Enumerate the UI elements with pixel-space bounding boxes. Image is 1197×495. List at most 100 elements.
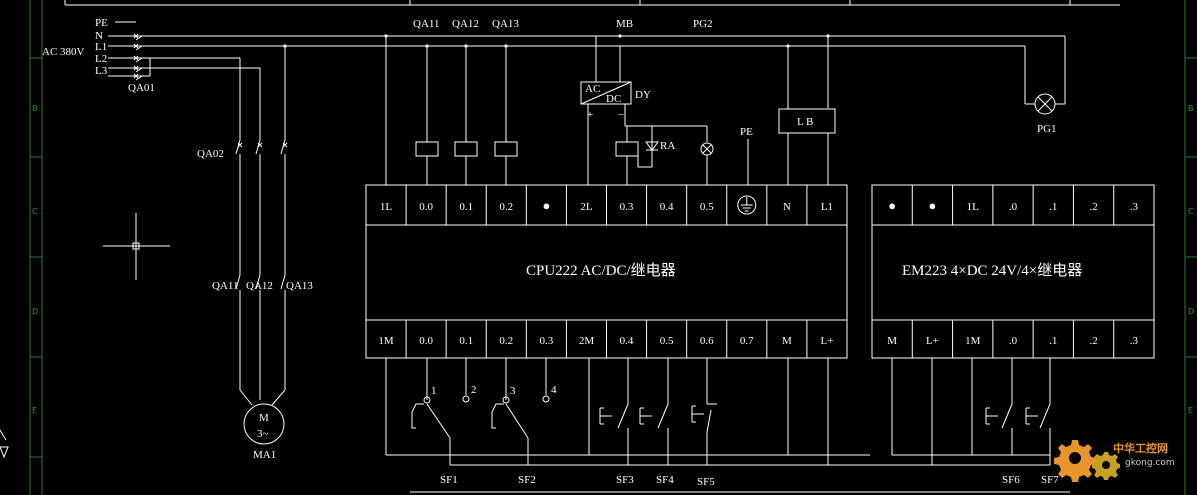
mains-l3-label: L3: [95, 65, 108, 77]
psu-ac-label: AC: [585, 83, 600, 95]
relay-label: RA: [660, 140, 675, 152]
em-top-terminal: ●: [928, 198, 936, 213]
motor-symbol: M: [259, 412, 269, 424]
switch-num-2: 2: [471, 384, 477, 396]
pe-label: PE: [740, 126, 753, 138]
switch-label-sf4: SF4: [656, 474, 674, 486]
cpu-top-terminal: 0.1: [459, 201, 473, 213]
em-bottom-terminal: .2: [1089, 335, 1097, 347]
em-top-terminal: 1L: [967, 201, 980, 213]
switch-num-4: 4: [551, 384, 557, 396]
cpu-bottom-terminal: 0.2: [499, 335, 513, 347]
cpu-bottom-terminal: 2M: [579, 335, 595, 347]
em-bottom-terminal: M: [887, 335, 897, 347]
em-bottom-terminal: .3: [1130, 335, 1139, 347]
border-mark-c: C: [32, 207, 38, 216]
mains-l2-label: L2: [95, 53, 107, 65]
motor-circuit: M 3~ MA1 QA02 QA11 QA12 QA13: [103, 139, 313, 461]
top-label-pg2: PG2: [693, 18, 713, 30]
em-top-terminals: ●●1L.0.1.2.3: [888, 185, 1138, 225]
psu-plus: +: [587, 109, 593, 121]
crosshair-cursor-icon: [103, 213, 170, 280]
contact-qa11-label: QA11: [212, 280, 238, 292]
cpu-top-terminal: ●: [542, 198, 550, 213]
cpu-bottom-terminal: 0.0: [419, 335, 433, 347]
earth-ground-symbol: [740, 197, 753, 212]
switch-num-1: 1: [431, 385, 437, 397]
contact-qa12-label: QA12: [246, 280, 273, 292]
motor-phase: 3~: [257, 428, 269, 440]
switch-num-3: 3: [510, 385, 516, 397]
mains-pe-label: PE: [95, 17, 108, 29]
em-bottom-terminals: M L+ 1M .0 .1 .2 .3: [887, 320, 1138, 358]
psu-label: DY: [635, 89, 651, 101]
input-switches: 1 2 3 4 SF1 SF2 SF3 SF4 SF5 SF6 SF7: [385, 358, 1059, 488]
logo-url: gkong.com: [1125, 458, 1175, 468]
em-bottom-terminal: .1: [1049, 335, 1057, 347]
em-top-terminal: ●: [888, 198, 896, 213]
cpu-bottom-terminal: 0.6: [700, 335, 714, 347]
mains-l1-label: L1: [95, 41, 107, 53]
cpu-bottom-terminal: 0.7: [740, 335, 754, 347]
em-top-terminal: .2: [1089, 201, 1097, 213]
border-mark-d: D: [32, 307, 38, 316]
cpu-bottom-terminal: 0.4: [620, 335, 634, 347]
cpu-top-terminal: N: [783, 201, 791, 213]
psu-minus: −: [618, 109, 624, 121]
em-module: EM223 4×DC 24V/4×继电器 ● ● 1L .0 .1 .2 .3 M L+ 1M.…: [871, 184, 1155, 359]
border-mark-e: E: [32, 406, 37, 415]
cpu-bottom-terminal: L+: [820, 335, 833, 347]
logo-name: 中华工控网: [1113, 441, 1168, 455]
em-top-terminal: .3: [1130, 201, 1139, 213]
switch-label-sf3: SF3: [616, 474, 634, 486]
psu-dc-label: DC: [606, 93, 621, 105]
cpu-top-terminal: 1L: [380, 201, 393, 213]
mains-bus: PE N L1 L2 L3 AC 380V QA01: [42, 17, 1065, 140]
cpu-module: CPU222 AC/DC/继电器 1L 0.0 0.1 0.2 ● 2L 0.3 0.4 0.5…: [365, 184, 848, 359]
em-title: EM223 4×DC 24V/4×继电器: [902, 262, 1082, 279]
gkong-logo: 中华工控网 gkong.com: [1054, 440, 1175, 482]
mains-voltage-label: AC 380V: [42, 46, 85, 58]
lamp-pg1-label: PG1: [1037, 123, 1057, 135]
cpu-top-terminal: 0.5: [700, 201, 714, 213]
border-mark-b-right: B: [1188, 104, 1194, 113]
top-label-mb: MB: [616, 18, 633, 30]
lb-label: L B: [797, 116, 813, 128]
cpu-top-terminal: 0.0: [419, 201, 433, 213]
em-top-terminal: .1: [1049, 201, 1057, 213]
cpu-top-terminal: 0.4: [660, 201, 674, 213]
border-mark-e-right: E: [1188, 406, 1193, 415]
top-labels: QA11 QA12 QA13 MB PG2: [413, 18, 713, 30]
cpu-bottom-terminal: 0.5: [660, 335, 674, 347]
cpu-top-terminal: 2L: [580, 201, 593, 213]
em-bottom-terminal: .0: [1009, 335, 1018, 347]
mains-n-label: N: [95, 30, 103, 42]
cpu-top-terminal: 0.3: [620, 201, 634, 213]
top-label-qa12: QA12: [452, 18, 479, 30]
motor-label: MA1: [253, 449, 276, 461]
breaker-qa02-label: QA02: [197, 148, 224, 160]
switch-label-sf1: SF1: [440, 474, 458, 486]
switch-label-sf5: SF5: [697, 476, 715, 488]
top-label-qa11: QA11: [413, 18, 439, 30]
cpu-bottom-terminal: M: [782, 335, 792, 347]
border-mark-b: B: [32, 104, 38, 113]
border-mark-c-right: C: [1188, 207, 1194, 216]
switch-label-sf7: SF7: [1041, 474, 1059, 486]
em-bottom-terminal: L+: [926, 335, 939, 347]
switch-label-sf6: SF6: [1002, 474, 1020, 486]
switch-label-sf2: SF2: [518, 474, 536, 486]
cpu-title: CPU222 AC/DC/继电器: [526, 262, 676, 279]
cpu-bottom-terminal: 0.3: [540, 335, 554, 347]
top-label-qa13: QA13: [492, 18, 519, 30]
cpu-top-terminal: 0.2: [499, 201, 513, 213]
mains-breaker-label: QA01: [128, 82, 155, 94]
cpu-top-terminal: L1: [821, 201, 833, 213]
border-mark-d-right: D: [1188, 307, 1194, 316]
em-bottom-terminal: 1M: [965, 335, 981, 347]
earth-ground-icon: [737, 195, 757, 215]
control-wiring: AC DC DY + − RA PE L B: [384, 34, 1066, 185]
